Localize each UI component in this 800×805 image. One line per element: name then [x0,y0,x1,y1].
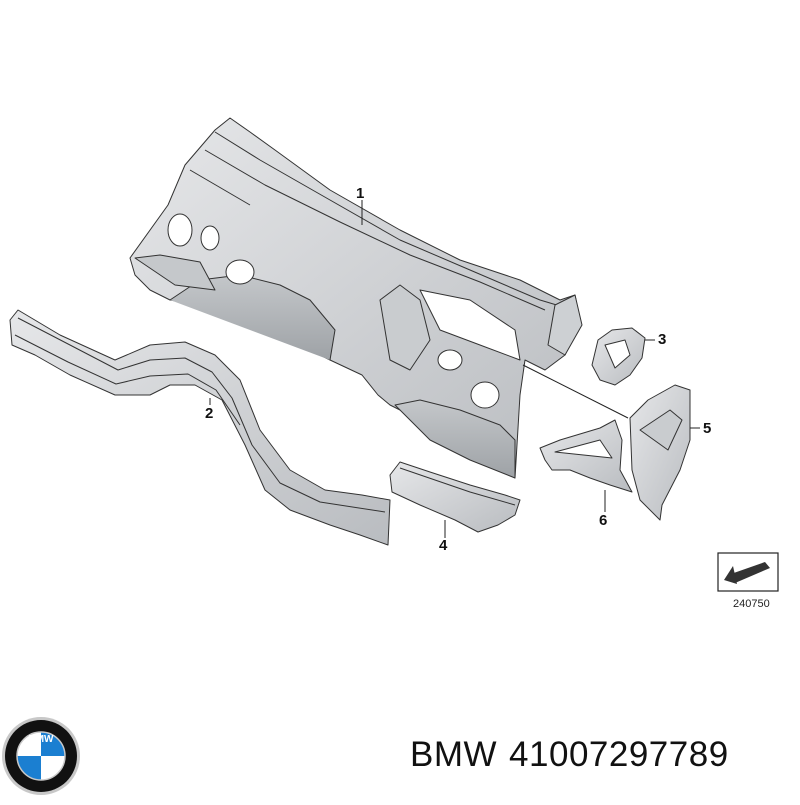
part-4-bracket [389,461,521,533]
orientation-icon [717,552,779,592]
part-5-side-panel [629,384,691,521]
bmw-logo: BMW [2,717,80,795]
brand-name: BMW [410,735,498,774]
logo-lettering: BMW [29,734,55,745]
callout-1: 1 [356,185,365,202]
part-3-bracket [591,327,646,386]
callout-5: 5 [703,420,712,437]
callout-4: 4 [439,537,448,554]
diagram-code: 240750 [733,598,770,610]
part-caption: BMW 41007297789 [410,735,741,775]
part-number: 41007297789 [509,735,729,774]
part-2-longitudinal-rail [9,309,391,546]
leader-lines [209,200,700,538]
part-1-firewall-panel [129,117,583,479]
callout-3: 3 [658,331,667,348]
callout-2: 2 [205,405,214,422]
callout-6: 6 [599,512,608,529]
part-6-gusset [539,419,633,493]
